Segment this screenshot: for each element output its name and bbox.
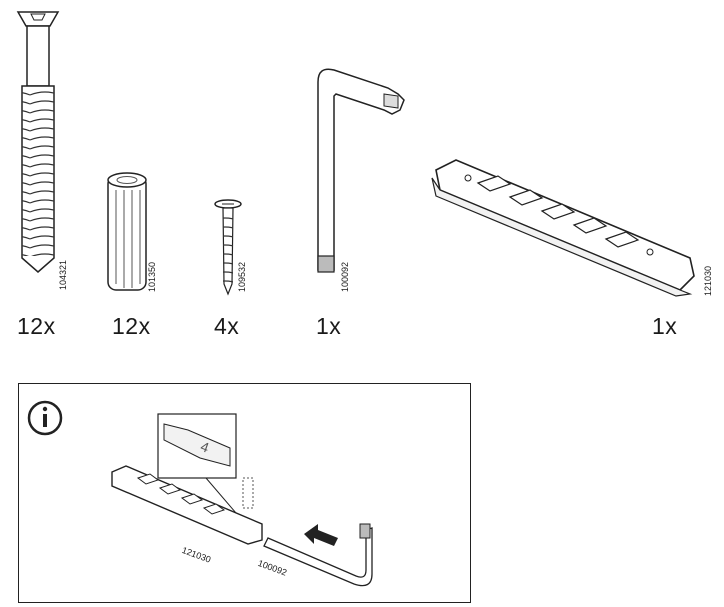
part-number-label: 100092 [340, 261, 350, 292]
wooden-dowel-icon [107, 172, 147, 291]
quantity-label: 12x [17, 313, 56, 339]
part-number-label: 121030 [703, 265, 713, 296]
push-arrow-icon [304, 524, 338, 546]
info-panel [18, 383, 471, 603]
quantity-label: 1x [316, 313, 342, 339]
allen-key-icon [317, 68, 405, 273]
rail-assembly-detail [111, 413, 263, 545]
small-screw-icon [214, 199, 242, 296]
quantity-label: 4x [214, 313, 240, 339]
part-number-label: 101350 [147, 261, 157, 292]
allen-key-small [263, 523, 373, 587]
part-number-label: 109532 [237, 261, 247, 292]
long-screw-icon [16, 11, 60, 273]
info-icon [27, 400, 63, 436]
quantity-label: 1x [652, 313, 678, 339]
part-number-label: 104321 [58, 259, 68, 290]
quantity-label: 12x [112, 313, 151, 339]
rail-bracket-icon [431, 159, 695, 297]
